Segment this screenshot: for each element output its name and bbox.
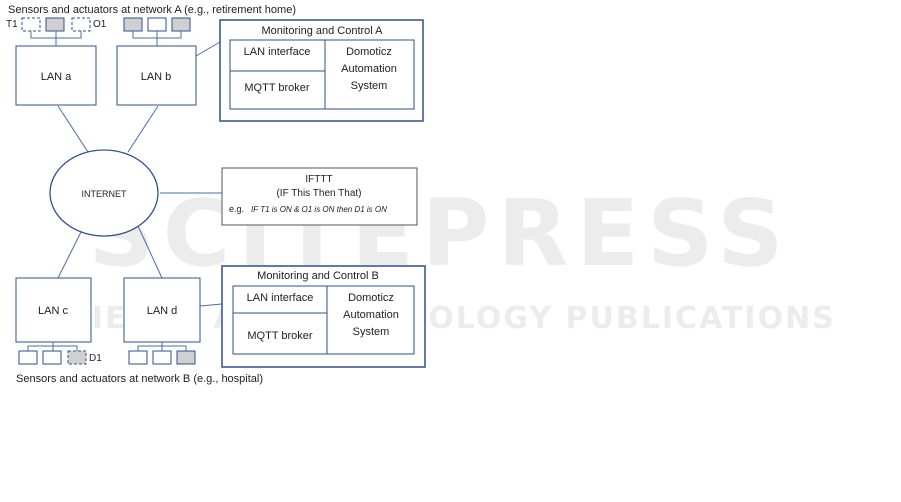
sensor-bus-b — [132, 31, 182, 39]
sensors-lan-c: D1 — [18, 342, 102, 365]
sensor-a2 — [45, 17, 65, 32]
monitor-b-domoticz-2: Automation — [343, 309, 399, 321]
sensor-bus-c — [27, 345, 78, 351]
sensor-b3 — [171, 17, 191, 32]
lan-b-label: LAN b — [141, 71, 172, 83]
watermark: SCITEPRESS SCIENCE AND TECHNOLOGY PUBLIC… — [44, 180, 834, 336]
monitor-a-title: Monitoring and Control A — [261, 25, 383, 37]
lan-c-label: LAN c — [38, 305, 68, 317]
monitor-b-domoticz-3: System — [353, 326, 390, 338]
ifttt-subtitle: (IF This Then That) — [276, 188, 361, 199]
internet-cloud — [49, 149, 159, 237]
connections — [57, 41, 223, 307]
lan-a-box — [15, 45, 97, 106]
lan-d-label: LAN d — [147, 305, 178, 317]
monitor-a-mqtt: MQTT broker — [244, 82, 310, 94]
monitor-b-lan-interface: LAN interface — [247, 292, 314, 304]
label-o1: O1 — [93, 19, 107, 30]
network-b-caption: Sensors and actuators at network B (e.g.… — [16, 373, 263, 385]
monitor-a: Monitoring and Control A LAN interface M… — [219, 19, 424, 122]
sensor-t1 — [21, 17, 41, 32]
link-lan-a-internet — [57, 105, 89, 153]
lan-a-label: LAN a — [41, 71, 72, 83]
sensor-c2 — [42, 350, 62, 365]
link-lan-b-internet — [127, 105, 159, 153]
label-t1: T1 — [6, 19, 18, 30]
sensor-o1 — [71, 17, 91, 32]
sensor-d-3 — [176, 350, 196, 365]
monitor-a-domoticz-2: Automation — [341, 63, 397, 75]
link-lan-d-monitor-b — [199, 303, 223, 307]
ifttt: IFTTT (IF This Then That) e.g. IF T1 is … — [221, 167, 418, 226]
monitor-a-domoticz-1: Domoticz — [346, 46, 392, 58]
sensor-bus-d — [137, 345, 187, 351]
monitor-a-lan-interface: LAN interface — [244, 46, 311, 58]
sensors-lan-d — [128, 342, 196, 365]
monitor-b-inner — [232, 285, 415, 355]
monitor-b-mqtt: MQTT broker — [247, 330, 313, 342]
ifttt-box — [221, 167, 418, 226]
lan-b-box — [116, 45, 197, 106]
label-d1: D1 — [89, 353, 102, 364]
internet-label: INTERNET — [82, 189, 128, 199]
link-lan-b-monitor-a — [195, 41, 221, 57]
watermark-main: SCITEPRESS — [88, 180, 791, 287]
sensor-bus-a — [30, 31, 82, 39]
ifttt-example-prefix: e.g. — [229, 204, 244, 214]
network-a-caption: Sensors and actuators at network A (e.g.… — [8, 4, 296, 16]
monitor-b-domoticz-1: Domoticz — [348, 292, 394, 304]
ifttt-example-rule: IF T1 is ON & O1 is ON then D1 is ON — [251, 205, 387, 214]
link-internet-lan-d — [137, 225, 163, 279]
sensor-c1 — [18, 350, 38, 365]
sensor-b2 — [147, 17, 167, 32]
monitor-b-title: Monitoring and Control B — [257, 270, 379, 282]
sensor-d-1 — [128, 350, 148, 365]
lan-d-box — [123, 277, 201, 343]
sensor-d-2 — [152, 350, 172, 365]
monitor-a-domoticz-3: System — [351, 80, 388, 92]
monitor-a-inner — [229, 39, 415, 110]
sensors-lan-b — [123, 17, 191, 46]
sensor-b1 — [123, 17, 143, 32]
monitor-b: Monitoring and Control B LAN interface M… — [221, 265, 426, 368]
sensor-d1 — [67, 350, 87, 365]
link-internet-lan-c — [57, 229, 83, 279]
sensors-lan-a: T1 O1 — [6, 17, 107, 46]
ifttt-title: IFTTT — [305, 174, 332, 185]
